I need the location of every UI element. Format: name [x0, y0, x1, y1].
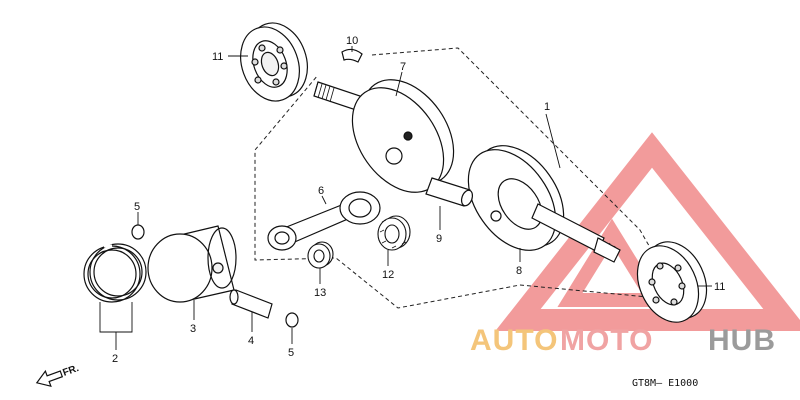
callout-11-right: 11 [714, 281, 725, 293]
callout-3: 3 [190, 323, 196, 335]
drawing-code: GT8M— E1000 [632, 378, 698, 389]
crank-half-right [467, 145, 621, 263]
callout-9: 9 [436, 233, 442, 245]
circlip-lower [285, 312, 299, 328]
bearing-right [636, 241, 708, 323]
callout-5-upper: 5 [134, 201, 140, 213]
callout-5-lower: 5 [288, 347, 294, 359]
leader-lines [99, 46, 712, 350]
crank-pin [425, 177, 474, 207]
circlip-upper [131, 224, 145, 240]
callout-10: 10 [346, 35, 358, 47]
watermark-hub: HUB [708, 324, 776, 357]
bearing-left [240, 22, 308, 102]
woodruff-key [341, 48, 363, 63]
callout-7: 7 [400, 61, 406, 73]
callout-4: 4 [248, 335, 254, 347]
callout-8: 8 [516, 265, 522, 277]
callout-6: 6 [318, 185, 324, 197]
front-label: FR. [61, 363, 80, 379]
callout-13: 13 [314, 287, 326, 299]
watermark-text: AUTO MOTO HUB [470, 324, 776, 357]
watermark-moto: MOTO [560, 324, 653, 357]
assembly-outline [254, 47, 681, 309]
connecting-rod [267, 191, 381, 251]
crank-half-left [313, 79, 455, 193]
callout-12: 12 [382, 269, 394, 281]
callout-2: 2 [112, 353, 118, 365]
piston-pin [229, 289, 273, 319]
piston-rings [83, 243, 147, 303]
watermark-auto: AUTO [470, 324, 558, 357]
needle-bearing-small-end [307, 241, 334, 269]
piston [147, 225, 237, 303]
needle-bearing-big-end [377, 215, 411, 251]
front-direction-arrow: FR. [35, 363, 81, 388]
callout-numbers: 11 10 7 1 6 9 8 12 13 5 3 4 5 11 2 [112, 35, 725, 365]
watermark-triangle-inner [557, 218, 667, 307]
arrow-left-icon [35, 369, 64, 388]
callout-11-left: 11 [212, 51, 223, 63]
callout-1: 1 [544, 101, 550, 113]
